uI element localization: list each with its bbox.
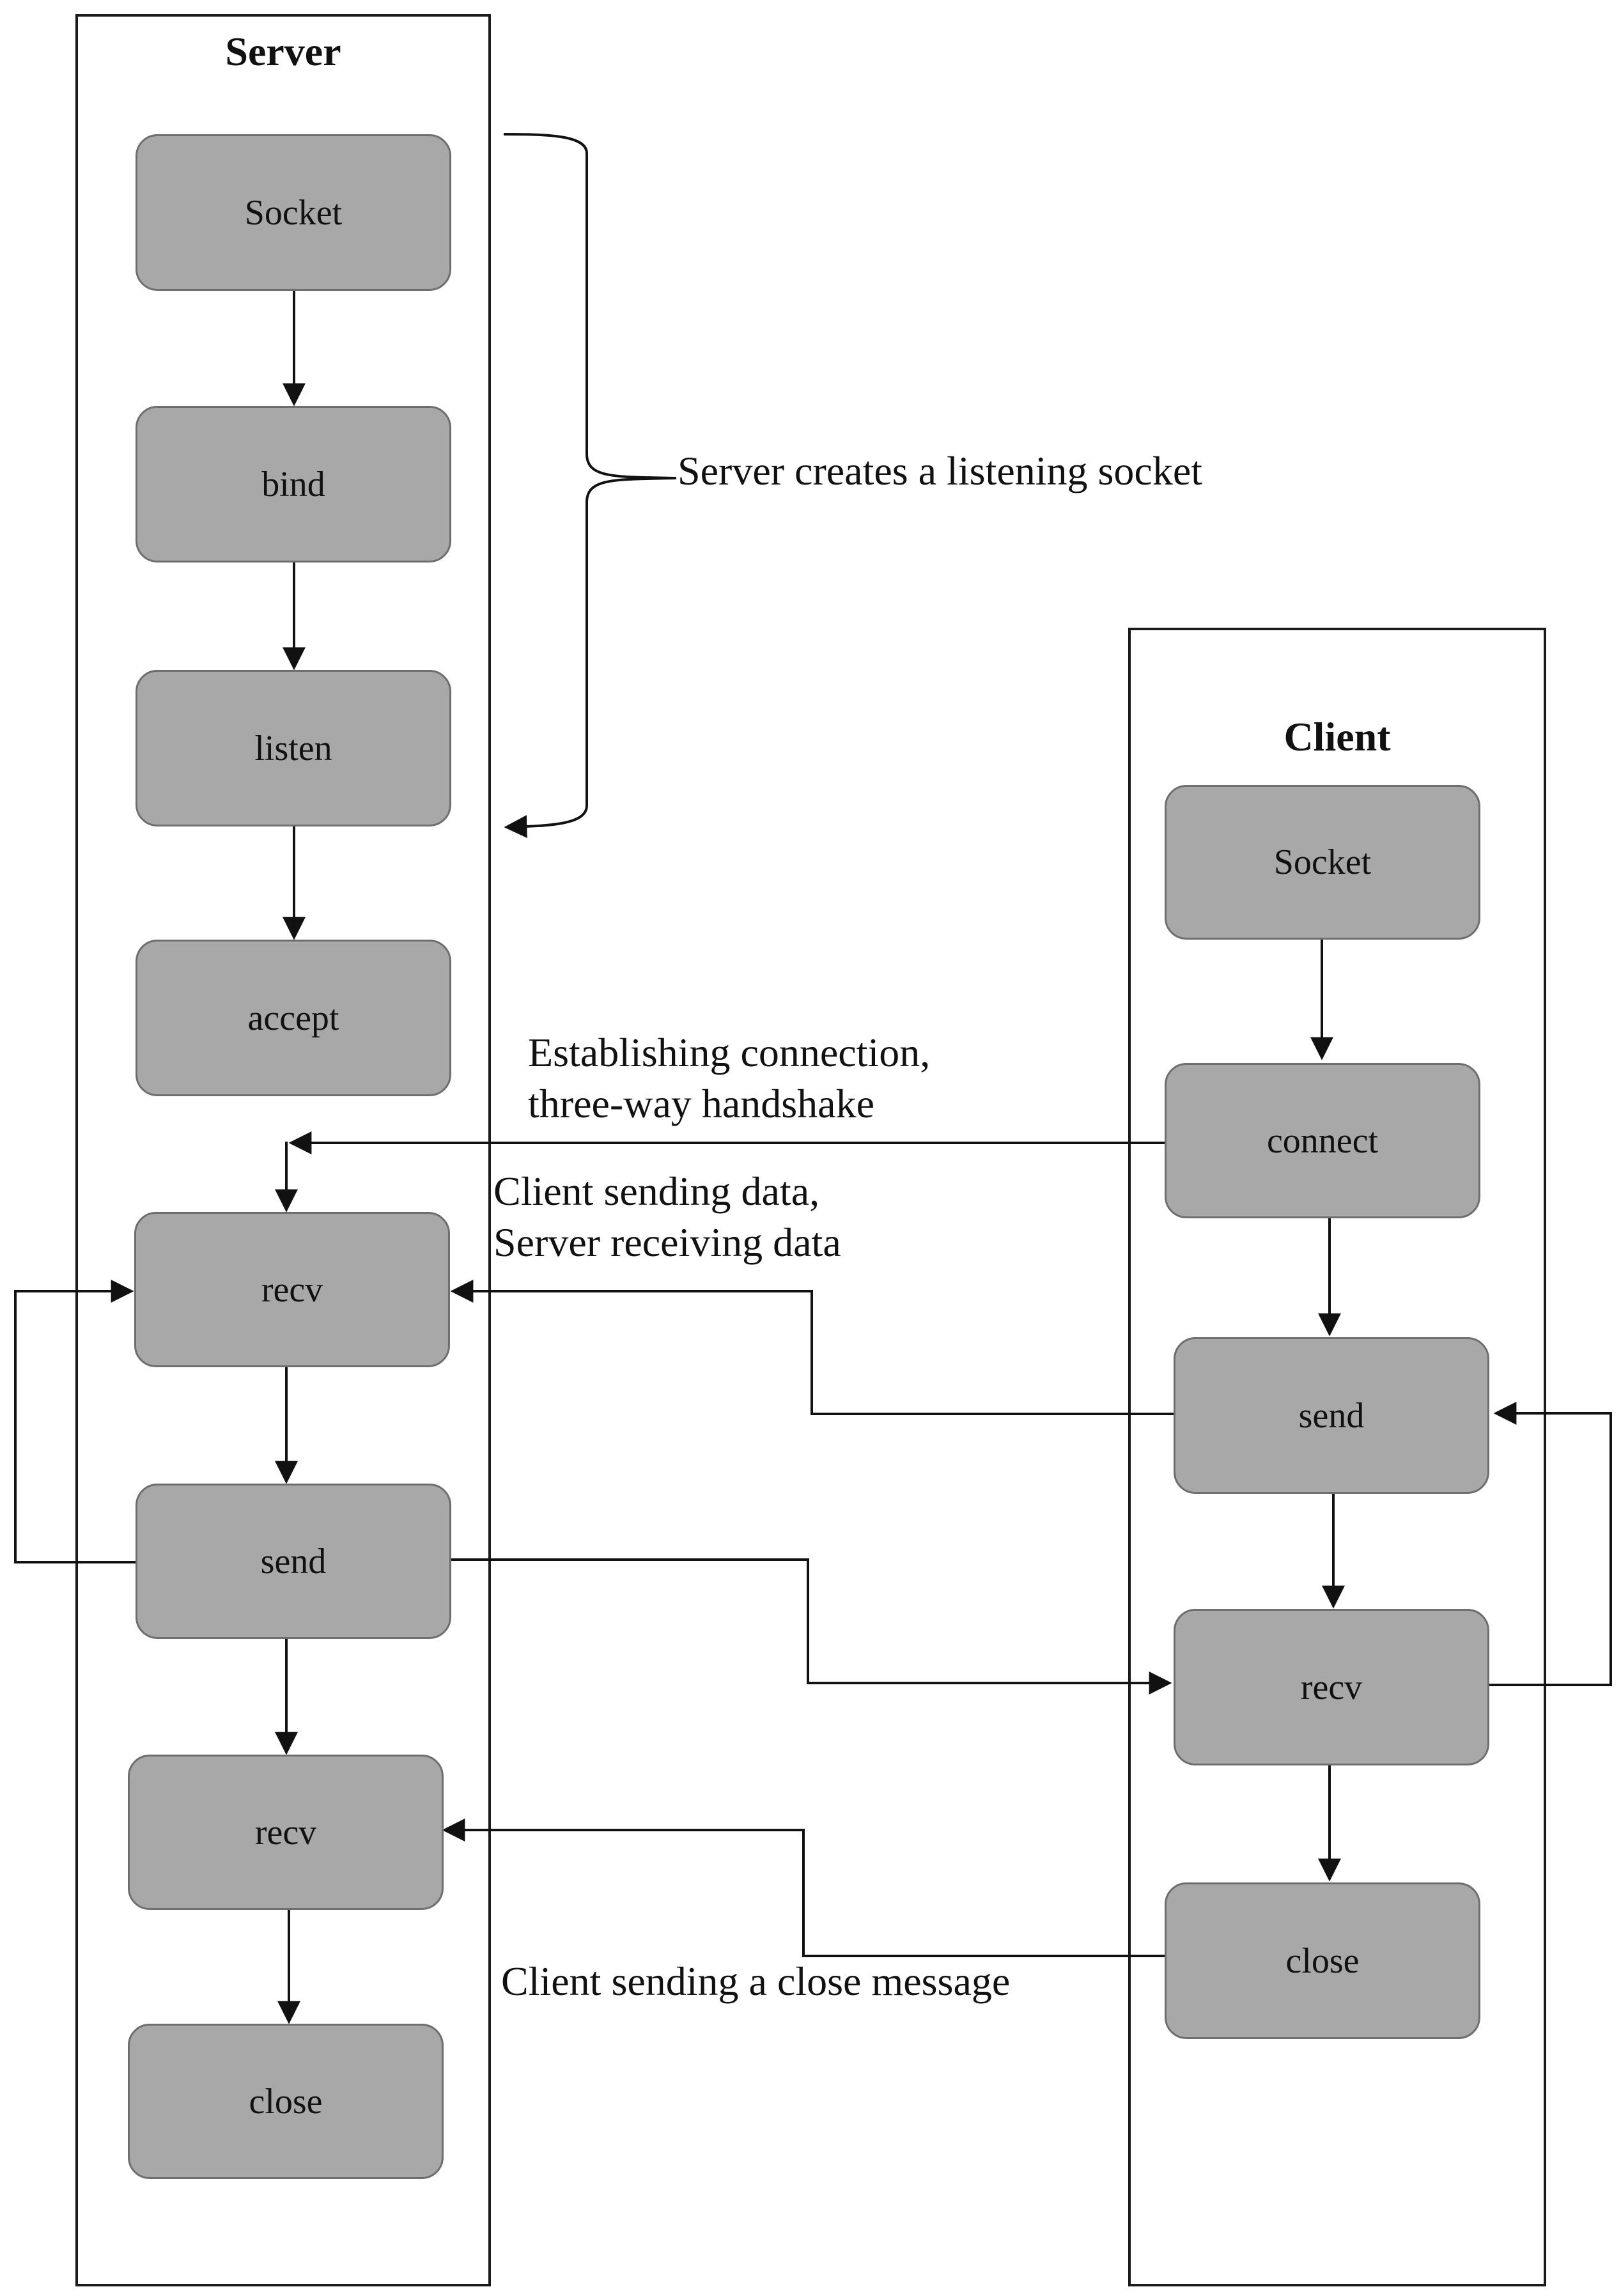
data-note-line1: Client sending data, [493,1168,820,1214]
arrow-server-send-to-client-recv [451,1558,1172,1695]
client-socket-node: Socket [1165,785,1480,940]
client-send-node: send [1174,1337,1489,1494]
close-message-note: Client sending a close message [501,1959,1011,2004]
data-note-line2: Server receiving data [493,1220,841,1265]
arrow-close-message [442,1819,1165,1957]
server-recv-close-node: recv [128,1755,444,1910]
server-socket-node: Socket [136,134,451,291]
server-title: Server [225,29,341,74]
server-accept-node: accept [136,940,451,1096]
server-listen-node: listen [136,670,451,826]
client-title: Client [1284,714,1391,759]
server-recv-node: recv [134,1212,450,1367]
client-connect-node: connect [1165,1063,1480,1218]
handshake-note-line2: three-way handshake [528,1081,874,1126]
handshake-note-line1: Establishing connection, [528,1030,931,1075]
server-close-node: close [128,2024,444,2179]
client-close-node: close [1165,1882,1480,2039]
listening-brace [503,133,677,839]
listening-socket-note: Server creates a listening socket [678,448,1202,493]
server-send-node: send [136,1484,451,1639]
server-bind-node: bind [136,406,451,562]
arrow-client-send-to-server-recv [450,1280,1174,1415]
client-recv-node: recv [1174,1609,1489,1765]
arrow-client-loop [1489,1402,1612,1686]
arrow-server-loop [14,1280,136,1563]
